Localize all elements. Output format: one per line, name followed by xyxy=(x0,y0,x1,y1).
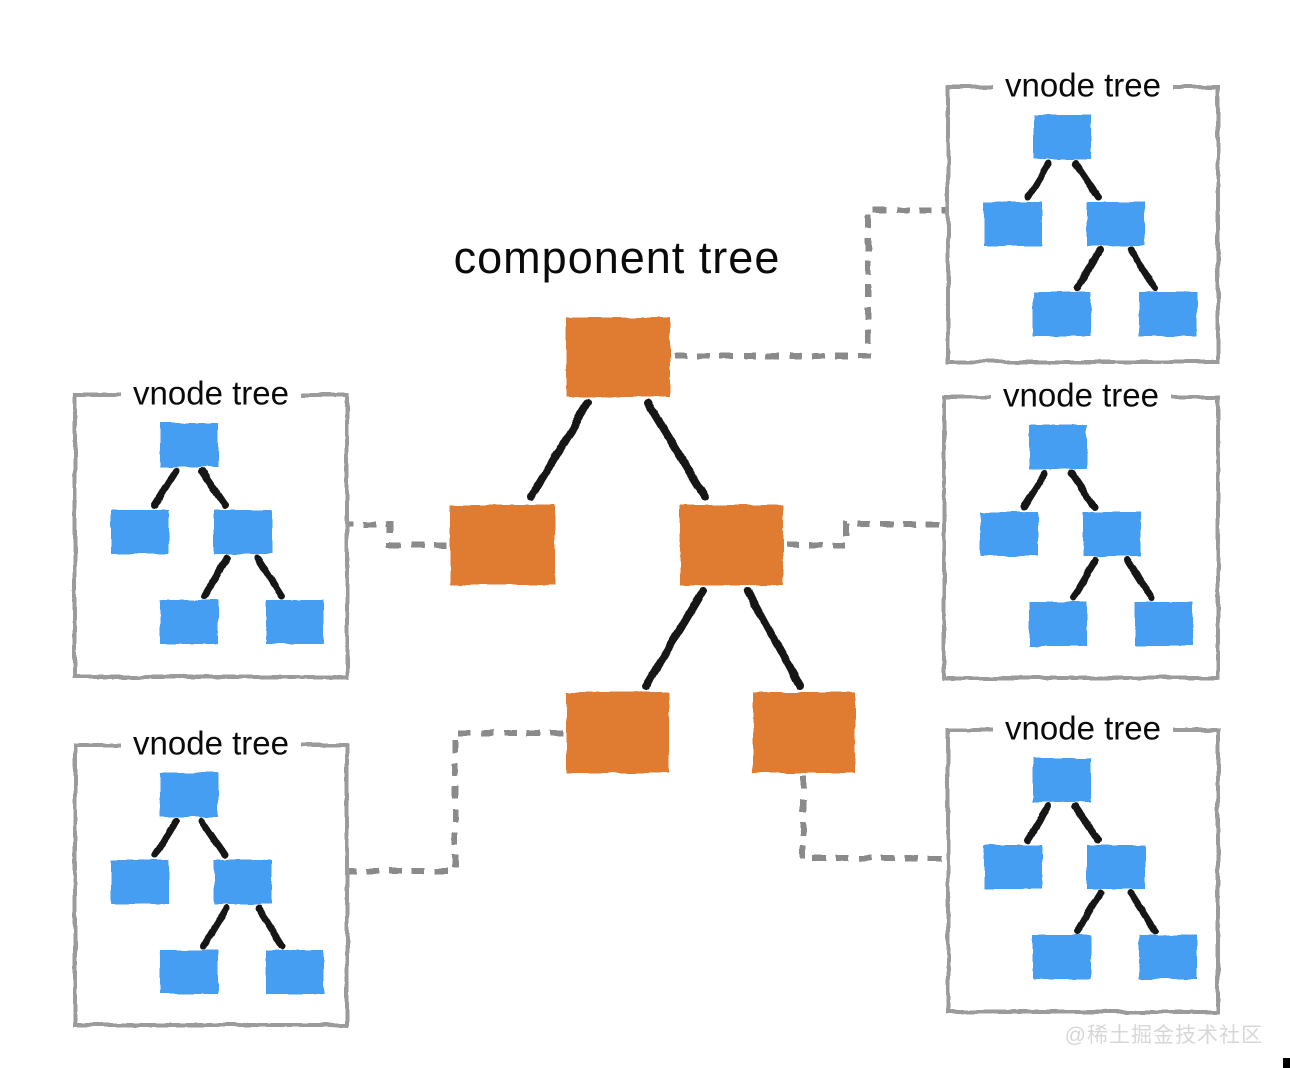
component-tree-title: component tree xyxy=(453,232,781,283)
vnode-tree-label-bottom-left: vnode tree xyxy=(121,724,301,763)
vnode-node-root xyxy=(160,423,218,467)
vnode-node-left xyxy=(984,202,1042,246)
vnode-tree-edge xyxy=(1069,556,1100,602)
vnode-node-right-right xyxy=(1139,292,1197,336)
connector-component-left-to-vnode-middle-left xyxy=(349,521,447,548)
vnode-tree-edge xyxy=(1127,246,1159,292)
vnode-tree-edge xyxy=(1071,159,1102,201)
vnode-node-right-right xyxy=(266,600,324,644)
vnode-tree-box-top-right xyxy=(946,85,1220,364)
vnode-tree-box-bottom-left xyxy=(73,743,349,1027)
vnode-tree-box-bottom-right xyxy=(946,728,1220,1014)
connector-component-right-left-to-vnode-bottom-left xyxy=(349,730,563,874)
vnode-node-right-left xyxy=(160,950,218,994)
vnode-tree-edge xyxy=(1073,889,1104,935)
vnode-node-root xyxy=(160,773,218,817)
vnode-tree-label-bottom-right: vnode tree xyxy=(993,709,1173,748)
vnode-tree-edge xyxy=(198,467,229,509)
vnode-node-right-right xyxy=(266,950,324,994)
vnode-tree-edge xyxy=(1071,802,1102,844)
vnode-node-right-left xyxy=(160,600,218,644)
vnode-tree-label-middle-left: vnode tree xyxy=(121,374,301,413)
component-node-right-left xyxy=(566,692,669,773)
vnode-tree-edge xyxy=(1024,802,1053,844)
vnode-tree-label-top-right: vnode tree xyxy=(993,66,1173,105)
component-tree xyxy=(450,317,855,773)
vnode-node-left xyxy=(980,512,1038,556)
vnode-node-right xyxy=(1087,845,1145,889)
vnode-node-right-right xyxy=(1139,935,1197,979)
vnode-node-root xyxy=(1033,115,1091,159)
vnode-tree-label-middle-right: vnode tree xyxy=(991,376,1171,415)
component-tree-edge xyxy=(744,587,804,690)
vnode-tree-edge xyxy=(200,554,231,600)
vnode-tree-edge xyxy=(200,904,231,950)
connector-component-right-to-vnode-middle-right xyxy=(786,521,943,548)
vnode-tree-edge xyxy=(1024,159,1053,201)
vnode-tree-edge xyxy=(1123,556,1155,602)
vnode-node-right xyxy=(214,510,272,554)
vnode-node-right-left xyxy=(1033,935,1091,979)
vnode-node-left xyxy=(111,860,169,904)
vnode-tree-edge xyxy=(198,817,229,859)
vnode-node-right-left xyxy=(1033,292,1091,336)
bottom-edge-mark xyxy=(1283,1058,1290,1068)
vnode-node-left xyxy=(111,510,169,554)
vnode-tree-box-middle-right xyxy=(942,395,1220,680)
vnode-tree-edge xyxy=(151,817,180,859)
component-tree-edge xyxy=(527,399,592,501)
component-node-root xyxy=(566,317,670,397)
component-tree-edge xyxy=(644,399,709,501)
component-node-right-right xyxy=(753,692,855,773)
vnode-tree-edge xyxy=(254,554,286,600)
watermark: @稀土掘金技术社区 xyxy=(1064,1024,1263,1047)
component-tree-edge xyxy=(642,587,707,690)
vnode-node-right-left xyxy=(1029,602,1087,646)
vnode-tree-edge xyxy=(254,904,286,950)
connector-component-root-to-vnode-top-right xyxy=(674,207,946,359)
vnode-node-root xyxy=(1029,425,1087,469)
vnode-tree-edge xyxy=(151,467,180,509)
vnode-node-right xyxy=(1087,202,1145,246)
vnode-tree-edge xyxy=(1073,246,1104,292)
vnode-tree-edge xyxy=(1020,469,1049,511)
vnode-node-right xyxy=(1083,512,1141,556)
vnode-tree-box-middle-left xyxy=(73,393,349,679)
component-node-left xyxy=(450,505,555,585)
vnode-tree-edge xyxy=(1127,889,1159,935)
vnode-node-right xyxy=(214,860,272,904)
diagram-shapes xyxy=(73,85,1220,1027)
connector-component-right-right-to-vnode-bottom-right xyxy=(800,776,946,861)
vnode-node-root xyxy=(1033,758,1091,802)
vnode-node-left xyxy=(984,845,1042,889)
component-node-right xyxy=(680,505,783,585)
vnode-node-right-right xyxy=(1135,602,1193,646)
vnode-tree-edge xyxy=(1067,469,1098,511)
